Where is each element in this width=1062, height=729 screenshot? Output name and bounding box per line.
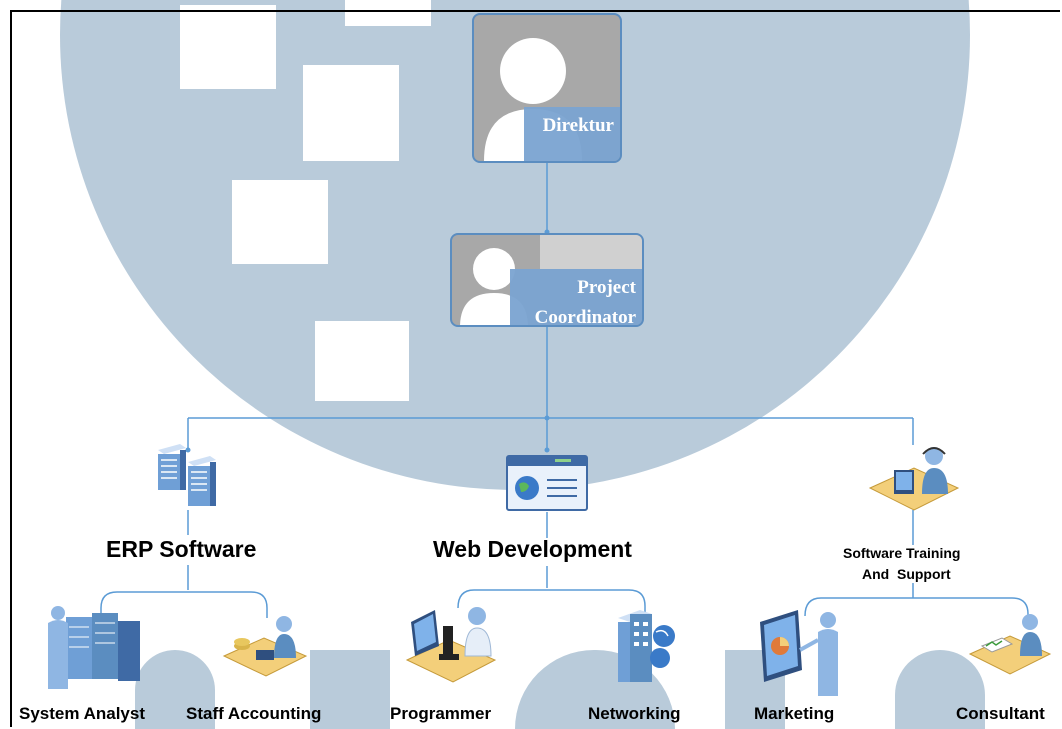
role-marketing-label: Marketing: [754, 704, 835, 723]
direktur-card[interactable]: Direktur: [472, 13, 622, 163]
coordinator-title-line1: Project: [577, 277, 636, 298]
presenter-chart-icon: [760, 610, 838, 696]
consultant-desk-icon: [968, 614, 1052, 675]
network-building-icon: [618, 610, 675, 682]
helpdesk-operator-icon: [868, 447, 960, 511]
role-programmer-label: Programmer: [390, 704, 492, 723]
division-web-development-label: Web Development: [433, 536, 632, 562]
division-software-training-label-line2: And Support: [862, 566, 951, 582]
server-rack-icon: [158, 444, 216, 506]
direktur-title: Direktur: [542, 115, 614, 136]
division-erp-software-label: ERP Software: [106, 536, 257, 562]
datacenter-engineer-icon: [48, 606, 140, 689]
coordinator-title-line2: Coordinator: [534, 307, 636, 327]
web-browser-icon: [506, 455, 588, 511]
project-coordinator-card[interactable]: Project Coordinator: [450, 233, 644, 327]
role-consultant-label: Consultant: [956, 704, 1045, 723]
programmer-workstation-icon: [405, 607, 497, 683]
role-networking-label: Networking: [588, 704, 681, 723]
role-system-analyst-label: System Analyst: [19, 704, 145, 723]
role-staff-accounting-label: Staff Accounting: [186, 704, 322, 723]
accountant-desk-icon: [222, 616, 308, 677]
division-software-training-label-line1: Software Training: [843, 545, 961, 561]
diagram-frame: [10, 10, 1060, 727]
